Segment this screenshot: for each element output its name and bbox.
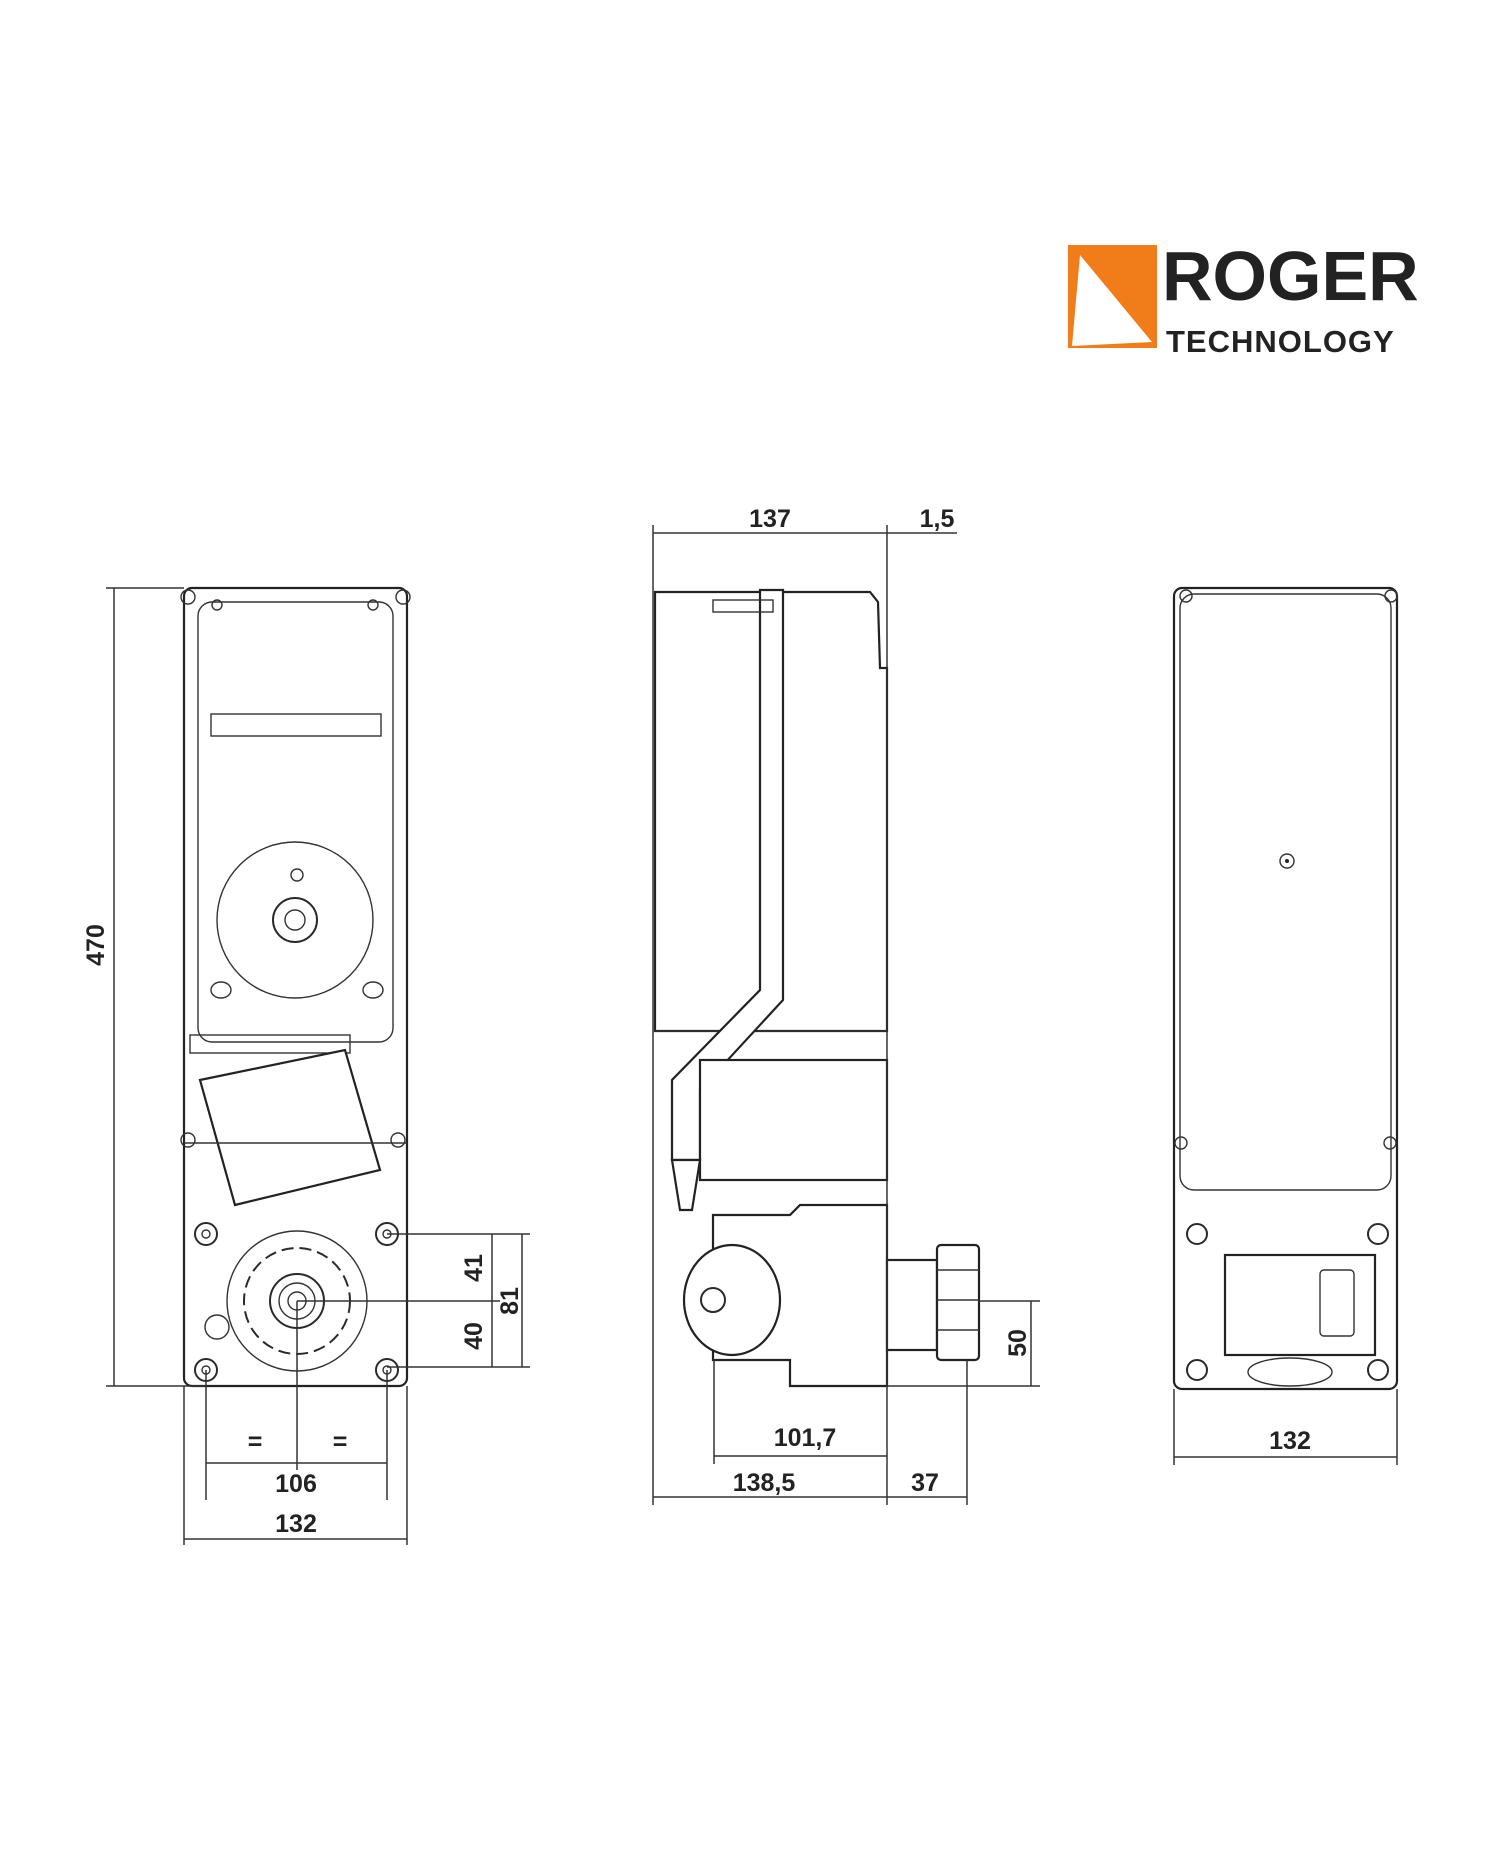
dim-40: 40 bbox=[460, 1322, 488, 1350]
dim-1-5: 1,5 bbox=[920, 505, 955, 533]
dim-137: 137 bbox=[749, 505, 791, 533]
dim-132-rear: 132 bbox=[1269, 1427, 1311, 1455]
dim-50: 50 bbox=[1004, 1329, 1032, 1357]
dim-41: 41 bbox=[460, 1254, 488, 1282]
dim-81: 81 bbox=[496, 1287, 524, 1315]
dim-138-5: 138,5 bbox=[733, 1469, 796, 1497]
dim-106: 106 bbox=[275, 1470, 317, 1498]
dim-height-470: 470 bbox=[82, 924, 110, 966]
dim-equal-left: = bbox=[248, 1428, 263, 1456]
side-view bbox=[653, 588, 981, 1388]
front-view bbox=[180, 586, 411, 1388]
logo-text-roger: ROGER bbox=[1162, 237, 1419, 315]
side-pinion bbox=[935, 1243, 981, 1362]
side-dimensions: 137 1,5 101,7 138,5 37 50 bbox=[652, 505, 1040, 1505]
roger-technology-logo: ROGER TECHNOLOGY bbox=[1068, 237, 1419, 359]
dim-37: 37 bbox=[911, 1469, 939, 1497]
dim-101-7: 101,7 bbox=[774, 1424, 837, 1452]
dim-equal-right: = bbox=[333, 1428, 348, 1456]
logo-text-technology: TECHNOLOGY bbox=[1166, 324, 1395, 359]
rear-dimensions: 132 bbox=[1173, 1389, 1398, 1465]
cable-gland bbox=[670, 1158, 702, 1212]
front-dimensions: 470 41 40 81 = = 106 132 bbox=[82, 587, 530, 1545]
dim-132-front: 132 bbox=[275, 1510, 317, 1538]
rear-view bbox=[1172, 586, 1399, 1391]
